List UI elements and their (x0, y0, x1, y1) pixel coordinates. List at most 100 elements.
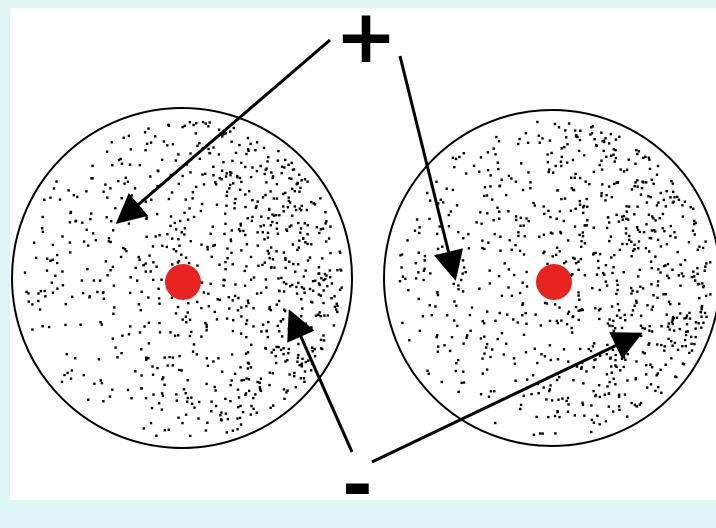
electron-dot (497, 168, 499, 170)
electron-dot (61, 270, 63, 272)
electron-dot (245, 392, 247, 394)
electron-dot (591, 419, 593, 421)
electron-dot (640, 193, 642, 195)
electron-dot (524, 235, 526, 237)
electron-dot (172, 356, 174, 358)
electron-dot (145, 359, 147, 361)
electron-dot (163, 384, 165, 386)
electron-dot (178, 245, 180, 247)
electron-dot (316, 226, 318, 228)
electron-dot (314, 280, 316, 282)
electron-dot (478, 171, 480, 173)
electron-dot (594, 307, 596, 309)
electron-dot (250, 366, 252, 368)
electron-dot (306, 209, 308, 211)
electron-dot (517, 235, 519, 237)
positive-arrow-left (118, 40, 330, 222)
electron-dot (229, 130, 231, 132)
electron-dot (207, 148, 209, 150)
electron-dot (684, 259, 686, 261)
electron-dot (205, 329, 207, 331)
electron-dot (651, 267, 653, 269)
electron-dot (649, 364, 651, 366)
electron-dot (276, 183, 278, 185)
electron-dot (230, 172, 232, 174)
electron-dot (681, 345, 683, 347)
electron-dot (183, 388, 185, 390)
electron-dot (89, 218, 91, 220)
electron-dot (267, 156, 269, 158)
electron-dot (301, 365, 303, 367)
electron-dot (444, 258, 446, 260)
electron-dot (192, 350, 194, 352)
electron-dot (214, 311, 216, 313)
electron-dot (239, 405, 241, 407)
electron-dot (303, 381, 305, 383)
electron-dot (312, 290, 314, 292)
electron-dot (693, 220, 695, 222)
electron-dot (501, 179, 503, 181)
electron-dot (628, 159, 630, 161)
electron-dot (205, 122, 207, 124)
electron-dot (312, 350, 314, 352)
electron-dot (581, 366, 583, 368)
electron-dot (626, 210, 628, 212)
electron-dot (228, 307, 230, 309)
electron-dot (616, 280, 618, 282)
electron-dot (583, 415, 585, 417)
electron-dot (111, 389, 113, 391)
electron-dot (667, 326, 669, 328)
electron-dot (660, 344, 662, 346)
electron-dot (52, 259, 54, 261)
electron-dot (145, 262, 147, 264)
electron-dot (625, 232, 627, 234)
electron-dot (636, 206, 638, 208)
electron-dot (436, 334, 438, 336)
electron-dot (469, 314, 471, 316)
electron-dot (643, 231, 645, 233)
electron-dot (305, 269, 307, 271)
electron-dot (237, 406, 239, 408)
electron-dot (498, 218, 500, 220)
electron-dot (39, 308, 41, 310)
electron-dot (207, 365, 209, 367)
electron-dot (646, 304, 648, 306)
electron-dot (550, 359, 552, 361)
electron-dot (297, 357, 299, 359)
electron-dot (223, 279, 225, 281)
electron-dot (176, 399, 178, 401)
electron-dot (666, 275, 668, 277)
electron-dot (288, 200, 290, 202)
electron-dot (656, 297, 658, 299)
electron-dot (608, 405, 610, 407)
electron-dot (335, 308, 337, 310)
electron-dot (564, 129, 566, 131)
electron-dot (114, 207, 116, 209)
electron-dot (428, 373, 430, 375)
electron-dot (579, 309, 581, 311)
electron-dot (181, 175, 183, 177)
electron-dot (270, 266, 272, 268)
electron-dot (429, 304, 431, 306)
electron-dot (189, 152, 191, 154)
electron-dot (480, 337, 482, 339)
electron-dot (267, 236, 269, 238)
electron-dot (233, 207, 235, 209)
electron-dot (111, 164, 113, 166)
electron-dot (657, 280, 659, 282)
electron-dot (288, 196, 290, 198)
electron-dot (220, 418, 222, 420)
electron-dot (161, 392, 163, 394)
electron-dot (627, 353, 629, 355)
electron-dot (280, 277, 282, 279)
electron-dot (583, 154, 585, 156)
electron-dot (116, 356, 118, 358)
electron-dot (127, 181, 129, 183)
electron-dot (609, 381, 611, 383)
electron-dot (134, 187, 136, 189)
electron-dot (187, 219, 189, 221)
electron-dot (174, 222, 176, 224)
electron-dot (677, 251, 679, 253)
electron-dot (222, 161, 224, 163)
electron-dot (614, 327, 616, 329)
